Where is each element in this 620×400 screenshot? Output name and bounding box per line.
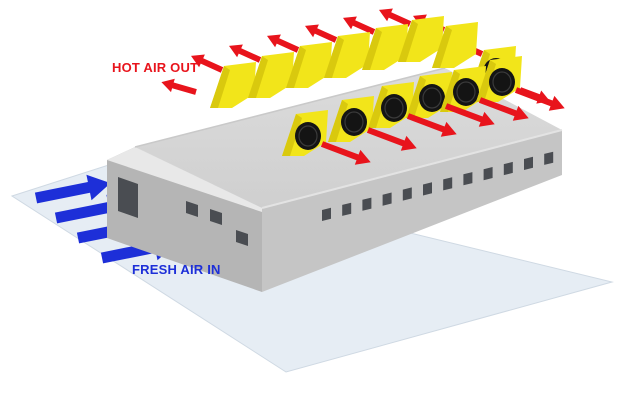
exhaust-fan-icon bbox=[210, 62, 256, 108]
window bbox=[382, 192, 392, 206]
hot-air-arrow-icon bbox=[444, 103, 495, 127]
hot-air-arrow-icon bbox=[267, 34, 300, 53]
hot-air-arrow-icon bbox=[406, 113, 457, 137]
window bbox=[362, 197, 372, 211]
window bbox=[186, 201, 198, 217]
window bbox=[402, 187, 412, 201]
hot-air-arrow-icon bbox=[518, 87, 550, 104]
window bbox=[342, 202, 352, 216]
window bbox=[443, 177, 453, 191]
exhaust-fan-icon bbox=[432, 22, 478, 68]
window bbox=[423, 182, 432, 196]
window bbox=[210, 209, 222, 225]
roof-front bbox=[107, 147, 262, 212]
exhaust-fan-icon bbox=[476, 56, 522, 102]
exhaust-fan-icon bbox=[248, 52, 294, 98]
window bbox=[483, 167, 493, 181]
exhaust-fan-icon bbox=[286, 42, 332, 88]
hot-air-arrow-icon bbox=[366, 127, 417, 151]
hot-air-arrow-icon bbox=[229, 44, 262, 63]
exhaust-fan-icon bbox=[406, 72, 452, 118]
side-windows bbox=[322, 151, 554, 221]
hot-air-arrow-icon bbox=[191, 54, 224, 73]
hot-air-arrows-lower bbox=[320, 87, 565, 165]
hot-air-out-label: HOT AIR OUT bbox=[112, 60, 199, 75]
fresh-air-in-label: FRESH AIR IN bbox=[132, 262, 221, 277]
exhaust-fan-icon bbox=[324, 32, 370, 78]
exhaust-fan-icon bbox=[362, 24, 408, 70]
front-windows bbox=[186, 201, 248, 246]
exhaust-fan-icon bbox=[440, 66, 486, 112]
hot-air-arrow-icon bbox=[379, 8, 412, 27]
exhaust-fans-lower-row bbox=[282, 56, 522, 156]
hot-air-arrow-icon bbox=[343, 16, 376, 35]
window bbox=[236, 230, 248, 246]
window bbox=[322, 207, 331, 221]
hot-air-arrow-icon bbox=[305, 24, 338, 43]
fresh-air-arrow-icon bbox=[34, 174, 111, 204]
roof-ridge bbox=[134, 67, 446, 148]
window bbox=[463, 172, 473, 186]
window bbox=[524, 156, 533, 170]
window bbox=[503, 161, 513, 176]
roof-eave bbox=[261, 129, 563, 209]
hot-air-arrow-icon bbox=[161, 78, 197, 95]
exhaust-fan-icon bbox=[368, 82, 414, 128]
exhaust-fan-icon bbox=[398, 16, 444, 62]
exhaust-fan-icon bbox=[328, 96, 374, 142]
exhaust-fan-icon bbox=[282, 110, 328, 156]
window bbox=[544, 151, 554, 165]
hot-air-arrow-icon bbox=[478, 97, 529, 121]
front-wall bbox=[107, 147, 262, 292]
barn-door bbox=[118, 177, 138, 218]
hot-air-arrow-icon bbox=[320, 141, 371, 165]
